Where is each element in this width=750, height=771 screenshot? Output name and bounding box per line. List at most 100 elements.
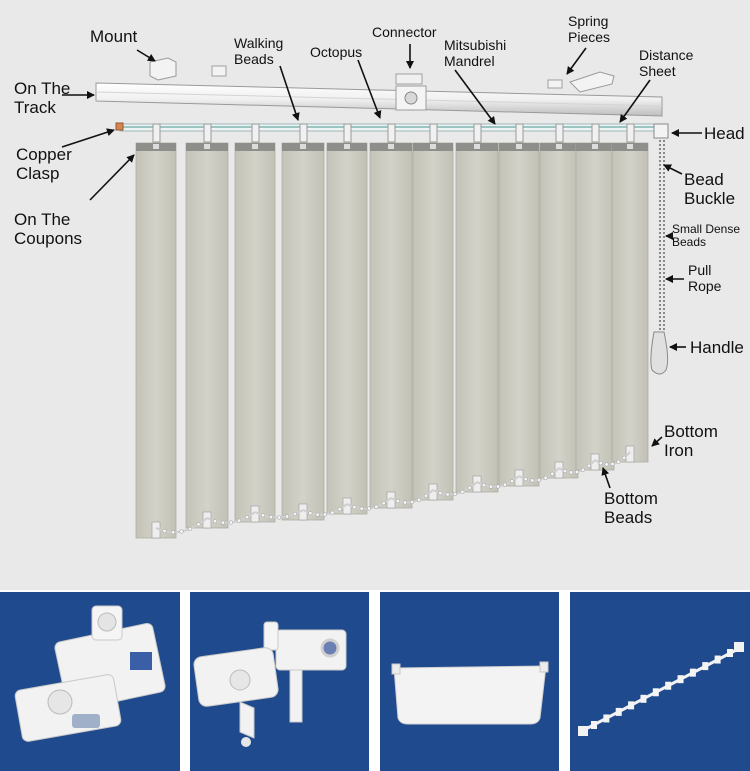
slat-hook (344, 144, 350, 149)
bottom-bead (244, 515, 250, 520)
bottom-bead (622, 455, 627, 460)
bottom-bead (284, 514, 290, 519)
bottom-bead (495, 484, 501, 489)
bottom-bead (452, 491, 458, 497)
slat (281, 142, 325, 521)
bottom-weight-plate-icon (391, 661, 549, 725)
carrier (152, 123, 161, 143)
bottom-bead (409, 499, 415, 505)
slat-hook (516, 144, 522, 149)
slat-hook (300, 144, 306, 149)
bottom-bead (322, 512, 328, 517)
slat (455, 142, 499, 493)
hanger-clip-parts-icon (193, 621, 347, 747)
slat-hook (627, 144, 633, 149)
slat-hook (153, 144, 159, 149)
bottom-bead (568, 470, 574, 475)
carrier (299, 123, 308, 143)
bottom-bead (610, 461, 615, 467)
mount-bracket (149, 57, 227, 81)
bottom-bead (616, 459, 621, 464)
bottom-bead (236, 518, 242, 523)
slat (412, 142, 454, 501)
label-connector: Connector (372, 24, 437, 40)
thumbnail-bead (665, 681, 672, 690)
slat-hook (388, 144, 394, 149)
bottom-bead (488, 484, 494, 489)
bottom-bead (423, 493, 429, 498)
bottom-bead (438, 491, 443, 496)
slat (498, 142, 540, 487)
slats (135, 142, 649, 539)
carrier (473, 123, 482, 143)
carrier (626, 123, 635, 143)
bottom-bead (212, 519, 218, 524)
bottom-bead (381, 501, 386, 506)
bottom-bead (228, 520, 234, 525)
slat (369, 142, 413, 509)
bottom-bead (162, 529, 167, 534)
bottom-bead (445, 492, 450, 497)
slat (234, 142, 276, 523)
label-mount: Mount (90, 27, 138, 46)
bottom-weight (625, 445, 635, 463)
carrier (429, 123, 438, 143)
bottom-bead (574, 469, 580, 475)
connector-part (395, 73, 427, 111)
bottom-bead (502, 482, 508, 487)
slat (539, 142, 579, 479)
pull-cord (659, 140, 665, 330)
bottom-bead (179, 529, 184, 534)
bottom-bead (292, 511, 298, 516)
bottom-bead (260, 513, 266, 518)
bottom-bead (366, 506, 372, 511)
slat-hook (474, 144, 480, 149)
slat (326, 142, 368, 515)
thumbnail-bead (714, 655, 721, 664)
thumbnail-bead (702, 662, 709, 671)
carrier-row (115, 122, 669, 143)
bottom-bead-chain-icon (578, 642, 744, 736)
thumbnail-bead (628, 701, 635, 710)
slat-hook (592, 144, 598, 149)
thumbnail-bead (640, 694, 647, 703)
bottom-bead (196, 522, 201, 527)
carrier (251, 123, 260, 143)
slat-hook (252, 144, 258, 149)
bottom-bead (598, 461, 603, 466)
thumbnail-bead (677, 675, 684, 684)
bottom-bead (187, 526, 193, 531)
slat-hook (556, 144, 562, 149)
cord-handle (650, 331, 669, 375)
carrier (343, 123, 352, 143)
bottom-bead (416, 497, 422, 502)
thumbnail-bead (603, 714, 610, 723)
label-arrows (61, 44, 702, 489)
bottom-bead (604, 462, 609, 467)
bottom-bead (276, 515, 282, 520)
label-head: Head (704, 124, 745, 143)
carrier (387, 123, 396, 143)
thumbnail-bead (727, 649, 733, 657)
carrier (591, 123, 600, 143)
bottom-bead (395, 499, 401, 504)
bottom-bead (523, 477, 528, 482)
bottom-bead (308, 511, 313, 516)
bottom-bead-chain (155, 451, 631, 535)
part-thumbnails (0, 590, 750, 771)
thumbnail-hanger-clip-parts (190, 592, 369, 771)
slat-hook (430, 144, 436, 149)
bottom-bead (220, 520, 226, 525)
